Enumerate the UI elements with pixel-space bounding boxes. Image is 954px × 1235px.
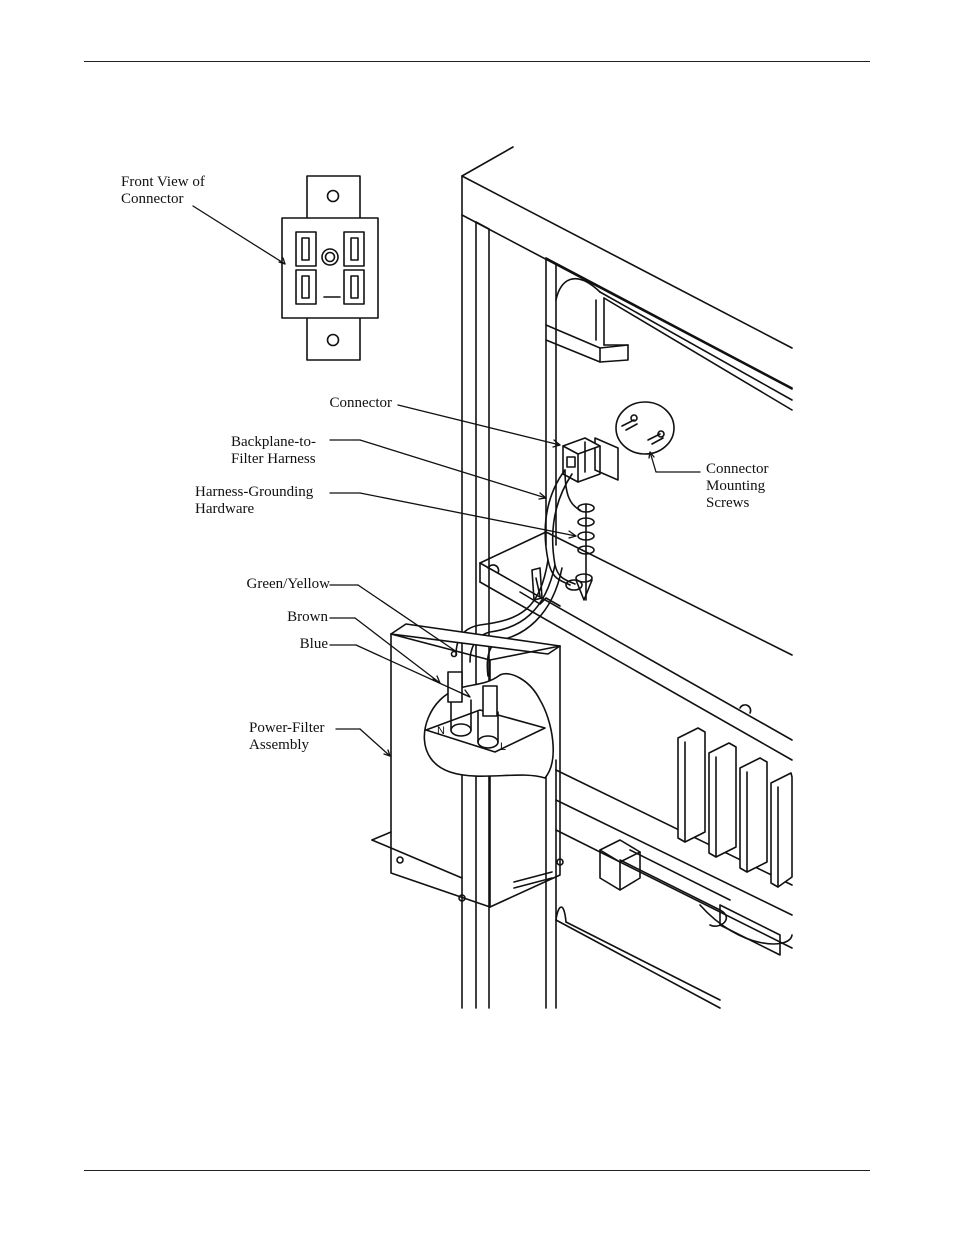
label-power-filter-assembly: Power-Filter Assembly: [249, 720, 325, 753]
terminal-n-label: N: [437, 725, 445, 737]
backplane-cards: [677, 727, 793, 888]
connector-front-view: [281, 175, 379, 361]
label-front-view-of-connector: Front View of Connector: [121, 174, 205, 207]
label-brown: Brown: [287, 609, 328, 625]
header-rule: [84, 61, 870, 62]
leader-lines: [192, 205, 701, 757]
power-filter-assembly: [371, 623, 564, 908]
label-blue: Blue: [299, 636, 328, 652]
label-backplane-to-filter-harness: Backplane-to- Filter Harness: [231, 434, 316, 467]
label-connector: Connector: [329, 395, 392, 411]
cabinet: [461, 146, 793, 1009]
footer-rule: [84, 1170, 870, 1171]
label-harness-grounding-hardware: Harness-Grounding Hardware: [195, 484, 314, 517]
label-green-yellow: Green/Yellow: [246, 576, 330, 592]
terminal-l-label: L: [500, 741, 507, 753]
label-connector-mounting-screws: Connector Mounting Screws: [706, 461, 769, 511]
connector-assembly: [562, 401, 675, 483]
lower-ribbon-connector: [599, 839, 793, 956]
